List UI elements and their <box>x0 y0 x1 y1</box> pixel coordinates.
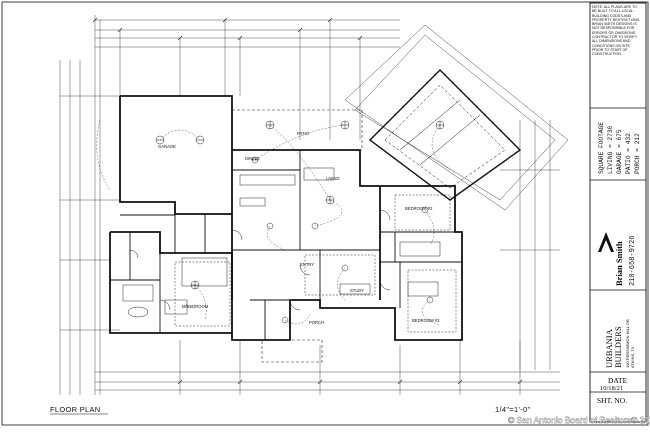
date-label: DATE <box>608 376 628 385</box>
designer-info: Brian Smith 210-658-9726 <box>614 236 637 286</box>
copyright-watermark: © San Antonio Board of Realtors® 2025 <box>508 415 650 425</box>
doors <box>129 209 391 311</box>
drawing-scale: 1/4"=1'-0" <box>495 405 530 414</box>
dimension-lines <box>59 15 560 395</box>
square-footage-table: SQUARE FOOTAGE LIVING = 2736 GARAGE = 67… <box>598 122 641 174</box>
builder-name-line1: URBANIA <box>604 328 614 368</box>
room-labels: GARAGE PATIO DINING LIVING BEDROOM #2 BE… <box>158 131 440 325</box>
builder-name-line2: BUILDERS <box>613 326 623 368</box>
electrical-wiring <box>96 119 451 326</box>
room-label-living: LIVING <box>326 176 340 181</box>
fixtures <box>122 167 457 333</box>
sqft-garage: GARAGE = 675 <box>616 129 623 174</box>
room-label-entry: ENTRY <box>300 262 314 267</box>
builder-info: URBANIA BUILDERS 100 PERSIMMON HILL DR A… <box>604 319 635 368</box>
room-label-master-bedroom: M/BEDROOM <box>182 304 209 309</box>
general-notes: NOTE: ALL PLANS ARE TO BE BUILT TO ALL L… <box>592 5 641 57</box>
sqft-porch: PORCH = 212 <box>634 133 641 174</box>
sqft-heading: SQUARE FOOTAGE <box>598 122 605 174</box>
title-block: NOTE: ALL PLANS ARE TO BE BUILT TO ALL L… <box>589 2 647 423</box>
sqft-living: LIVING = 2736 <box>607 125 614 174</box>
sqft-patio: PATIO = 432 <box>625 133 632 174</box>
room-label-patio: PATIO <box>297 131 310 136</box>
room-label-bedroom-2: BEDROOM #2 <box>405 206 433 211</box>
drawing-title: FLOOR PLAN <box>50 405 101 414</box>
angled-patio-wing <box>344 24 569 211</box>
room-label-bedroom-3: BEDROOM #3 <box>412 318 440 323</box>
designer-logo-inner-icon <box>601 240 611 252</box>
room-label-study: STUDY <box>350 288 364 293</box>
interior-walls <box>110 150 462 340</box>
builder-address-line1: 100 PERSIMMON HILL DR <box>625 319 630 368</box>
designer-name: Brian Smith <box>614 241 624 286</box>
outdoor-areas <box>231 96 363 363</box>
room-label-dining: DINING <box>245 156 260 161</box>
sheet-number-label: SHT. NO. <box>597 396 627 405</box>
room-label-garage: GARAGE <box>158 144 176 149</box>
designer-phone: 210-658-9726 <box>629 236 637 286</box>
room-label-porch: PORCH <box>309 320 324 325</box>
builder-address-line2: ATKINS, TX <box>630 346 635 368</box>
general-notes-box: NOTE: ALL PLANS ARE TO BE BUILT TO ALL L… <box>592 5 641 57</box>
exterior-walls <box>109 95 463 341</box>
date-value: 10/18/21 <box>600 385 623 392</box>
